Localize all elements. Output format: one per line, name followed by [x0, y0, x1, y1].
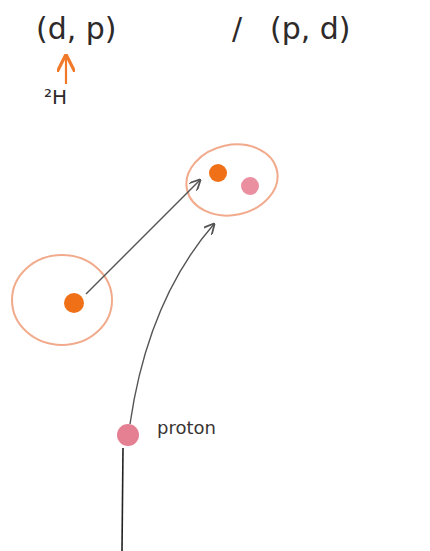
product-outline — [180, 136, 285, 224]
particle-dot — [117, 424, 139, 446]
neutron-dot — [64, 293, 84, 313]
proton-particle: proton — [117, 424, 139, 446]
reaction-notation: (p, d) — [270, 12, 351, 45]
particle-dot — [117, 424, 139, 446]
particle-label: proton — [157, 418, 216, 438]
deuteron-outline — [12, 255, 112, 345]
trajectory-line — [122, 448, 123, 551]
separator-slash: / — [232, 12, 242, 45]
neutron-dot — [209, 164, 227, 182]
proton-dot — [241, 177, 259, 195]
trajectory-arrow — [130, 224, 214, 424]
pointer-arrow — [65, 56, 67, 84]
reaction-notation: (d, p) — [36, 12, 117, 45]
transfer-arrow — [86, 180, 200, 294]
isotope-label: ²H — [44, 86, 67, 108]
